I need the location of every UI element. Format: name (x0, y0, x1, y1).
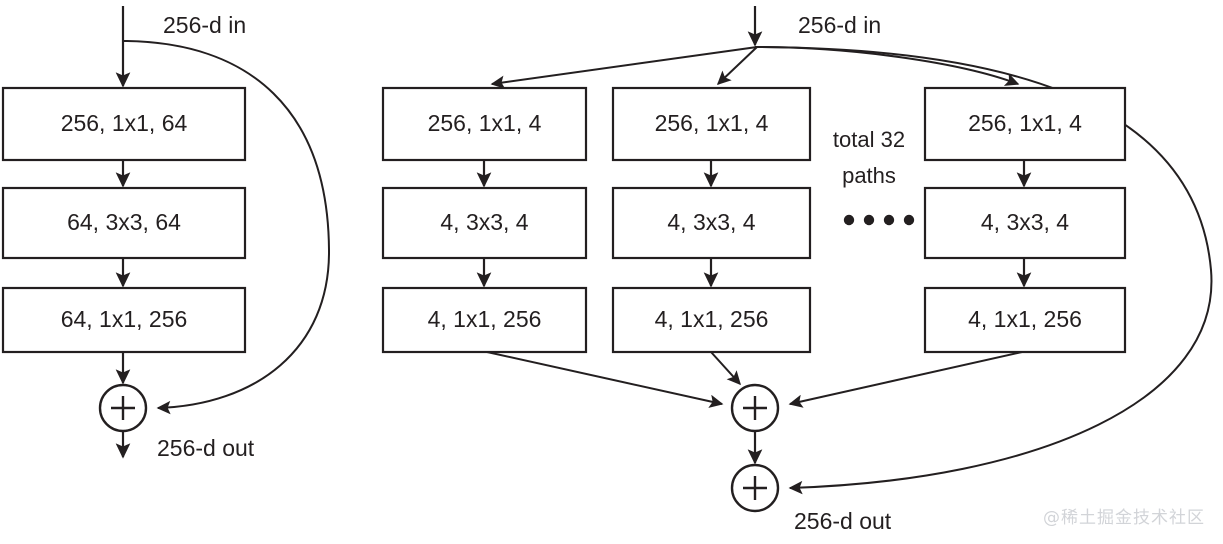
merge-arrow-path-32 (788, 351, 1023, 408)
right-output-label: 256-d out (794, 508, 892, 534)
path-32-layer-label-1: 256, 1x1, 4 (968, 110, 1082, 136)
path-2-layer-box-2 (611, 186, 812, 260)
path-1-layer-label-3: 4, 1x1, 256 (428, 306, 542, 332)
path-1-layer-box-1 (381, 86, 588, 162)
path-2-layer-label-1: 256, 1x1, 4 (655, 110, 769, 136)
left-layer-label-2: 64, 3x3, 64 (67, 209, 181, 235)
path-1-layer-box-2 (381, 186, 588, 260)
fanout-arrow-path-2 (716, 46, 758, 85)
left-plus-icon (111, 396, 135, 420)
left-layer-box-1 (1, 86, 247, 162)
right-plus-icon-2 (743, 476, 767, 500)
path-32-layer-label-3: 4, 1x1, 256 (968, 306, 1082, 332)
left-output-label: 256-d out (157, 435, 255, 461)
fanout-arrow-path-1 (490, 46, 758, 89)
merge-arrow-path-1 (486, 351, 724, 408)
path-32-layer-box-1 (923, 86, 1127, 162)
path-32-layer-box-2 (923, 186, 1127, 260)
right-shortcut-curve (754, 46, 1213, 495)
path-32-layer-box-3 (923, 286, 1127, 354)
total-paths-label-line1: total 32 (833, 127, 905, 152)
path-2-layer-label-2: 4, 3x3, 4 (667, 209, 755, 235)
path-1-layer-label-1: 256, 1x1, 4 (428, 110, 542, 136)
left-layer-label-3: 64, 1x1, 256 (61, 306, 188, 332)
left-block-group: 256, 1x1, 64 64, 3x3, 64 64, 1x1, 256 (1, 6, 331, 459)
watermark: @稀土掘金技术社区 (1043, 508, 1205, 528)
left-shortcut-curve (123, 40, 331, 415)
path-32-layer-label-2: 4, 3x3, 4 (981, 209, 1069, 235)
left-layer-box-3 (1, 286, 247, 354)
right-block-group: 256, 1x1, 4 4, 3x3, 4 4, 1x1, 256 256, 1… (381, 6, 1213, 513)
left-layer-box-2 (1, 186, 247, 260)
path-2-layer-box-3 (611, 286, 812, 354)
right-plus-icon-1 (743, 396, 767, 420)
path-2-layer-box-1 (611, 86, 812, 162)
merge-arrow-path-2 (710, 351, 741, 386)
path-1-layer-label-2: 4, 3x3, 4 (440, 209, 528, 235)
right-input-label: 256-d in (798, 12, 881, 38)
left-layer-label-1: 256, 1x1, 64 (61, 110, 188, 136)
path-1-layer-box-3 (381, 286, 588, 354)
left-input-label: 256-d in (163, 12, 246, 38)
path-2-layer-label-3: 4, 1x1, 256 (655, 306, 769, 332)
paths-ellipsis (843, 214, 915, 226)
total-paths-label-line2: paths (842, 163, 896, 188)
